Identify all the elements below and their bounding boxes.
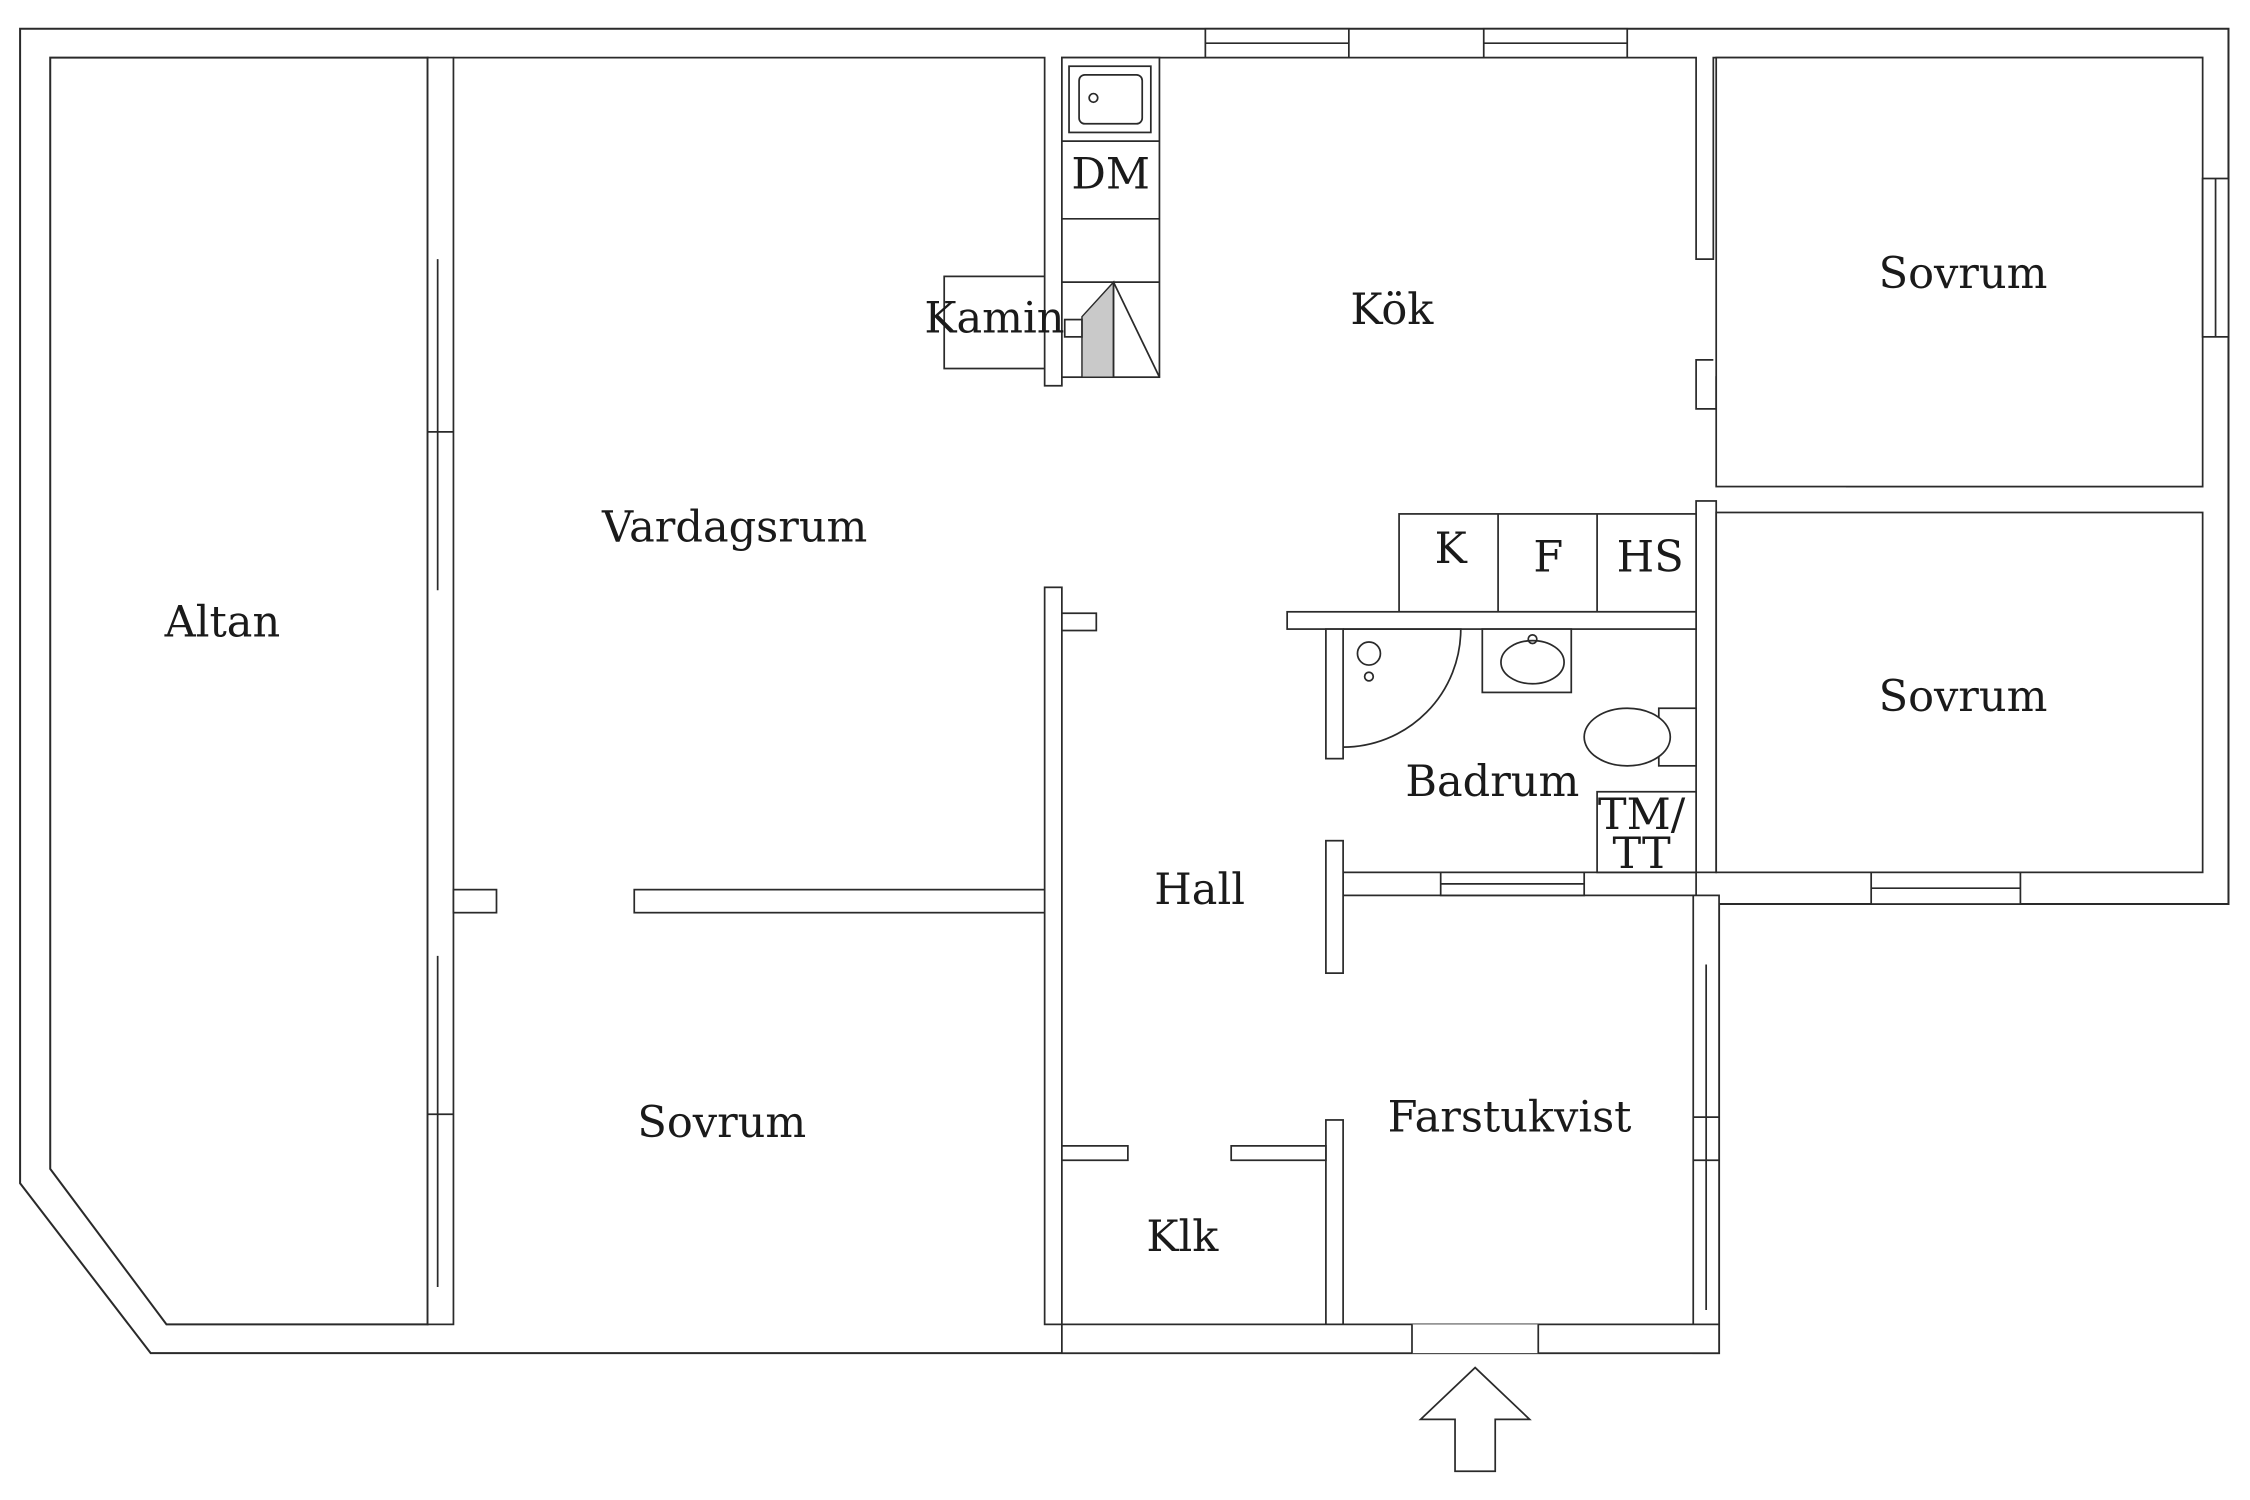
fixture-label-tm-line2: TT xyxy=(1612,829,1670,879)
interior-walls xyxy=(426,56,2204,1355)
room-label-vardagsrum: Vardagsrum xyxy=(601,502,867,552)
fixture-label-dm: DM xyxy=(1071,150,1150,200)
fixture-label-kamin: Kamin xyxy=(924,293,1064,343)
room-label-sovrum-bottom-left: Sovrum xyxy=(637,1098,806,1148)
toilet-icon xyxy=(1583,707,1697,767)
entrance-arrow-icon xyxy=(1418,1366,1532,1473)
room-label-sovrum-top-right: Sovrum xyxy=(1879,249,2048,299)
fixture-label-tm-line1: TM/ xyxy=(1598,790,1686,840)
fireplace-icon xyxy=(1063,280,1161,378)
room-label-kok: Kök xyxy=(1350,285,1434,335)
room-label-badrum: Badrum xyxy=(1405,757,1579,807)
shower-icon xyxy=(1343,628,1462,748)
room-label-altan: Altan xyxy=(164,597,281,647)
washbasin-icon xyxy=(1481,628,1573,694)
windows xyxy=(427,27,2230,1310)
sink-icon xyxy=(1068,65,1152,134)
fixture-label-hs: HS xyxy=(1617,532,1684,582)
room-label-hall: Hall xyxy=(1154,865,1245,915)
room-label-farstukvist: Farstukvist xyxy=(1388,1092,1632,1142)
fixture-label-k: K xyxy=(1435,524,1468,574)
room-label-sovrum-mid-right: Sovrum xyxy=(1879,672,2048,722)
room-label-klk: Klk xyxy=(1146,1212,1219,1262)
fixture-label-f: F xyxy=(1533,532,1563,582)
